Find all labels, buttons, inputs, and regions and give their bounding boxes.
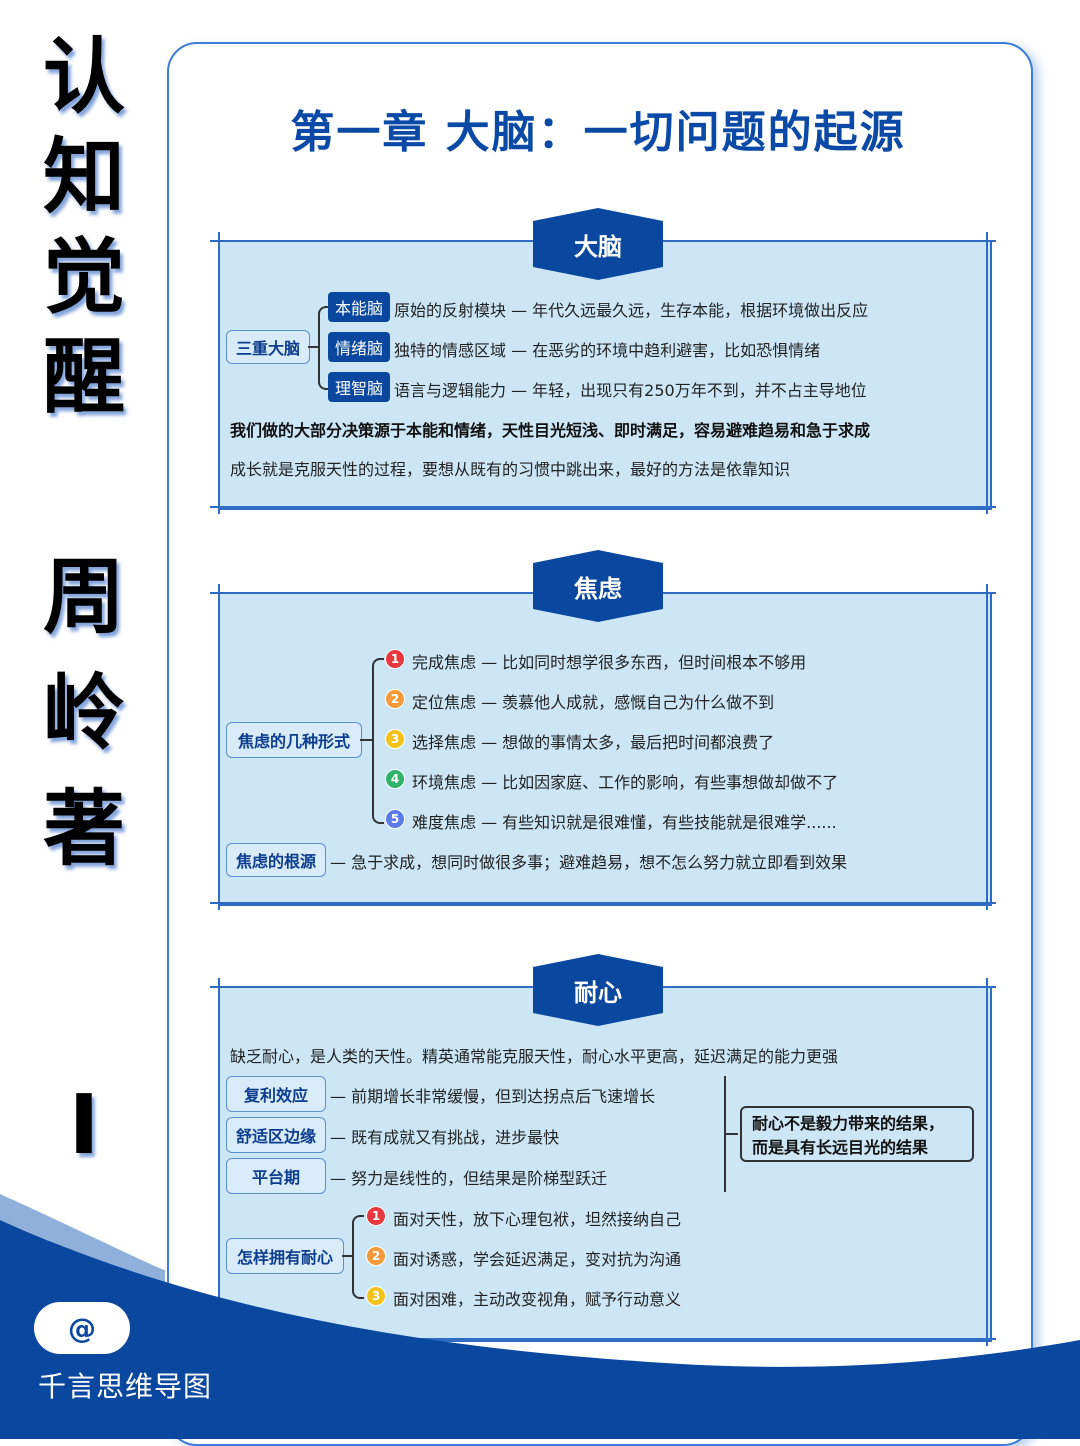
anxiety-item: 难度焦虑 — 有些知识就是很难懂，有些技能就是很难学......: [412, 813, 837, 832]
callout-line: 而是具有长远目光的结果: [752, 1138, 929, 1157]
concept-text: — 既有成就又有挑战，进步最快: [330, 1128, 560, 1147]
anxiety-item: 选择焦虑 — 想做的事情太多，最后把时间都浪费了: [412, 733, 775, 752]
connector: [372, 658, 384, 824]
book-title: 认 知 觉 醒: [36, 28, 132, 428]
root-node-anxiety-forms: 焦虑的几种形式: [226, 722, 362, 758]
concept-text: — 前期增长非常缓慢，但到达拐点后飞速增长: [330, 1087, 656, 1106]
book-author: 周 岭 著: [36, 540, 132, 888]
connector: [360, 739, 372, 741]
number-badge-2: 2: [366, 1246, 386, 1266]
divider: [986, 584, 988, 910]
connector: [318, 306, 330, 390]
root-node-anxiety-source: 焦虑的根源: [226, 843, 326, 877]
root-node-triune-brain: 三重大脑: [226, 330, 310, 364]
number-badge-4: 4: [385, 769, 405, 789]
concept-node-comfort-zone-edge: 舒适区边缘: [226, 1117, 326, 1153]
connector: [724, 1133, 738, 1135]
connector: [342, 1255, 352, 1257]
author-char: 岭: [42, 666, 125, 761]
anxiety-source-text: — 急于求成，想同时做很多事；避难趋易，想不怎么努力就立即看到效果: [330, 853, 848, 872]
number-badge-1: 1: [385, 649, 405, 669]
branch-text: 语言与逻辑能力 — 年轻，出现只有250万年不到，并不占主导地位: [394, 381, 867, 400]
number-badge-5: 5: [385, 809, 405, 829]
patience-callout: 耐心不是毅力带来的结果， 而是具有长远目光的结果: [740, 1106, 974, 1162]
footer-wave-decoration: [0, 1194, 1080, 1439]
key-insight: 我们做的大部分决策源于本能和情绪，天性目光短浅、即时满足，容易避难趋易和急于求成: [230, 421, 871, 440]
concept-node-compound-effect: 复利效应: [226, 1076, 326, 1112]
concept-text: — 努力是线性的，但结果是阶梯型跃迁: [330, 1169, 608, 1188]
number-badge-3: 3: [366, 1286, 386, 1306]
divider: [986, 232, 988, 514]
author-char: 周: [42, 550, 125, 645]
patience-item: 面对诱惑，学会延迟满足，变对抗为沟通: [393, 1250, 682, 1269]
divider: [210, 506, 996, 508]
anxiety-item: 完成焦虑 — 比如同时想学很多东西，但时间根本不够用: [412, 653, 807, 672]
title-char: 认: [42, 30, 125, 125]
root-node-how-to-be-patient: 怎样拥有耐心: [226, 1238, 344, 1274]
divider: [218, 232, 220, 514]
growth-note: 成长就是克服天性的过程，要想从既有的习惯中跳出来，最好的方法是依靠知识: [230, 460, 791, 479]
divider: [986, 978, 988, 1346]
divider: [210, 902, 996, 904]
patience-intro: 缺乏耐心，是人类的天性。精英通常能克服天性，耐心水平更高，延迟满足的能力更强: [230, 1047, 839, 1066]
callout-line: 耐心不是毅力带来的结果，: [752, 1114, 945, 1133]
section-header-anxiety: 焦虑: [533, 550, 663, 622]
at-icon: @: [34, 1302, 130, 1354]
number-badge-2: 2: [385, 689, 405, 709]
volume-mark: I: [68, 1078, 100, 1173]
concept-node-plateau: 平台期: [226, 1158, 326, 1194]
node-reason-brain: 理智脑: [328, 372, 390, 402]
patience-item: 面对天性，放下心理包袱，坦然接纳自己: [393, 1210, 682, 1229]
brand-name: 千言思维导图: [38, 1370, 213, 1403]
connector: [308, 346, 320, 348]
divider: [210, 1338, 996, 1340]
chapter-title: 第一章 大脑：一切问题的起源: [290, 107, 906, 158]
connector: [352, 1215, 364, 1299]
number-badge-1: 1: [366, 1206, 386, 1226]
patience-item: 面对困难，主动改变视角，赋予行动意义: [393, 1290, 682, 1309]
section-header-patience: 耐心: [533, 954, 663, 1026]
anxiety-item: 定位焦虑 — 羡慕他人成就，感慨自己为什么做不到: [412, 693, 775, 712]
section-header-brain: 大脑: [533, 208, 663, 280]
number-badge-3: 3: [385, 729, 405, 749]
anxiety-item: 环境焦虑 — 比如因家庭、工作的影响，有些事想做却做不了: [412, 773, 839, 792]
author-char: 著: [42, 782, 125, 877]
title-char: 醒: [42, 330, 125, 425]
title-char: 知: [42, 130, 125, 225]
node-emotion-brain: 情绪脑: [328, 332, 390, 362]
divider: [218, 978, 220, 1346]
title-char: 觉: [42, 230, 125, 325]
branch-text: 独特的情感区域 — 在恶劣的环境中趋利避害，比如恐惧情绪: [394, 341, 821, 360]
branch-text: 原始的反射模块 — 年代久远最久远，生存本能，根据环境做出反应: [394, 301, 869, 320]
node-instinct-brain: 本能脑: [328, 292, 390, 322]
divider: [218, 584, 220, 910]
